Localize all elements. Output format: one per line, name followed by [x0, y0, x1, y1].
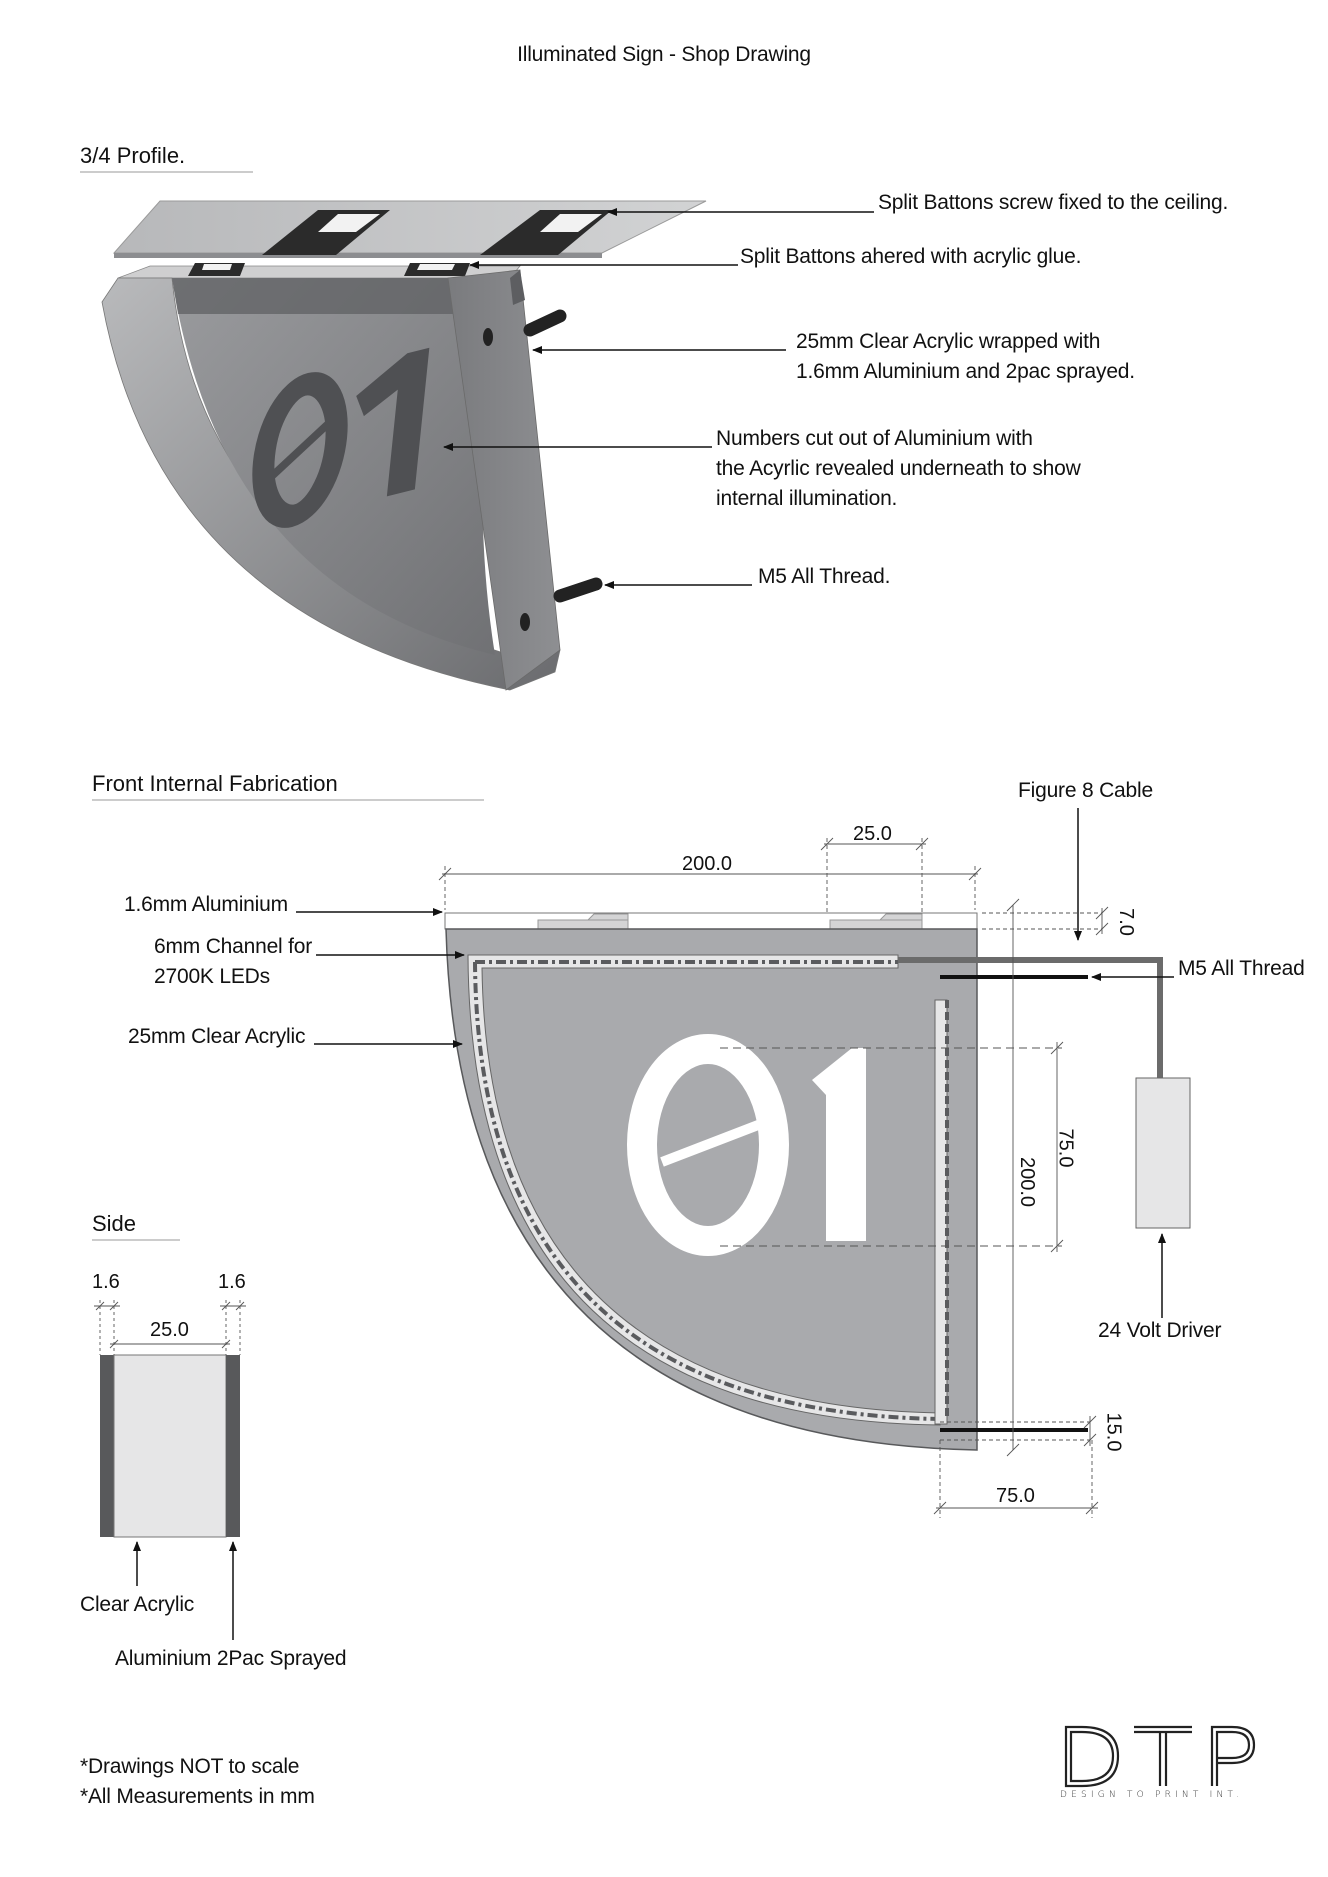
callout-battons-ceiling: Split Battons screw fixed to the ceiling…	[878, 191, 1229, 214]
dim-bottom-width: 75.0	[996, 1485, 1035, 1507]
front-illustration	[444, 912, 1191, 1451]
curved-edge	[101, 277, 561, 691]
figure-8-cable	[898, 957, 1163, 1078]
logo-tagline: DESIGN TO PRINT INT.	[1060, 1790, 1244, 1800]
label-aluminium-sprayed: Aluminium 2Pac Sprayed	[115, 1647, 347, 1670]
dtp-logo-mark	[1064, 1725, 1256, 1788]
ceiling-plate	[112, 200, 707, 254]
front-dimension-lines	[438, 837, 1109, 1518]
callout-led-channel: 6mm Channel for 2700K LEDs	[154, 935, 313, 988]
callout-24-volt-driver: 24 Volt Driver	[1098, 1319, 1222, 1342]
led-strip	[473, 960, 941, 1421]
side-acrylic-core	[113, 1354, 227, 1538]
side-dimension-lines	[94, 1300, 246, 1355]
dim-number-height: 75.0	[1054, 1128, 1077, 1168]
dim-side-right-skin: 1.6	[218, 1271, 246, 1293]
callout-battons-glue: Split Battons ahered with acrylic glue.	[740, 245, 1082, 268]
side-callout-arrows	[133, 1541, 237, 1640]
dim-batton-width: 25.0	[853, 823, 892, 845]
front-callout-arrows	[296, 808, 1174, 1318]
front-numerals	[627, 1034, 866, 1256]
callout-acrylic-wrapped: 25mm Clear Acrylic wrapped with 1.6mm Al…	[796, 330, 1135, 383]
sign-right-side	[447, 269, 561, 691]
profile-callout-arrows	[443, 208, 874, 589]
callout-m5-thread: M5 All Thread.	[758, 565, 891, 588]
dim-side-core: 25.0	[150, 1319, 189, 1341]
profile-numerals	[252, 347, 430, 528]
thread-hole-bottom	[520, 613, 530, 631]
side-left-skin	[100, 1355, 114, 1537]
callout-figure-8-cable: Figure 8 Cable	[1018, 779, 1153, 802]
callout-numbers-cut: Numbers cut out of Aluminium with the Ac…	[716, 427, 1081, 510]
m5-thread-bottom	[553, 577, 603, 603]
label-clear-acrylic: Clear Acrylic	[80, 1593, 195, 1616]
dim-bottom-gap: 15.0	[1102, 1412, 1125, 1452]
side-illustration	[100, 1354, 240, 1538]
dim-side-left-skin: 1.6	[92, 1271, 120, 1293]
callout-aluminium: 1.6mm Aluminium	[124, 893, 288, 916]
section-title-front: Front Internal Fabrication	[92, 771, 338, 796]
dim-top-width: 200.0	[682, 853, 733, 875]
note-measurements-mm: *All Measurements in mm	[80, 1785, 315, 1808]
dim-height: 200.0	[1016, 1156, 1039, 1208]
m5-thread-top	[523, 309, 567, 337]
section-title-side: Side	[92, 1211, 137, 1236]
section-title-profile: 3/4 Profile.	[80, 143, 186, 168]
callout-m5-all-thread: M5 All Thread	[1178, 957, 1305, 980]
callout-clear-acrylic: 25mm Clear Acrylic	[128, 1025, 306, 1048]
dim-top-gap: 7.0	[1114, 908, 1137, 936]
led-driver	[1135, 1077, 1191, 1229]
side-right-skin	[226, 1355, 240, 1537]
page-title: Illuminated Sign - Shop Drawing	[517, 43, 811, 66]
note-not-to-scale: *Drawings NOT to scale	[80, 1755, 300, 1778]
thread-hole-top	[483, 328, 493, 346]
